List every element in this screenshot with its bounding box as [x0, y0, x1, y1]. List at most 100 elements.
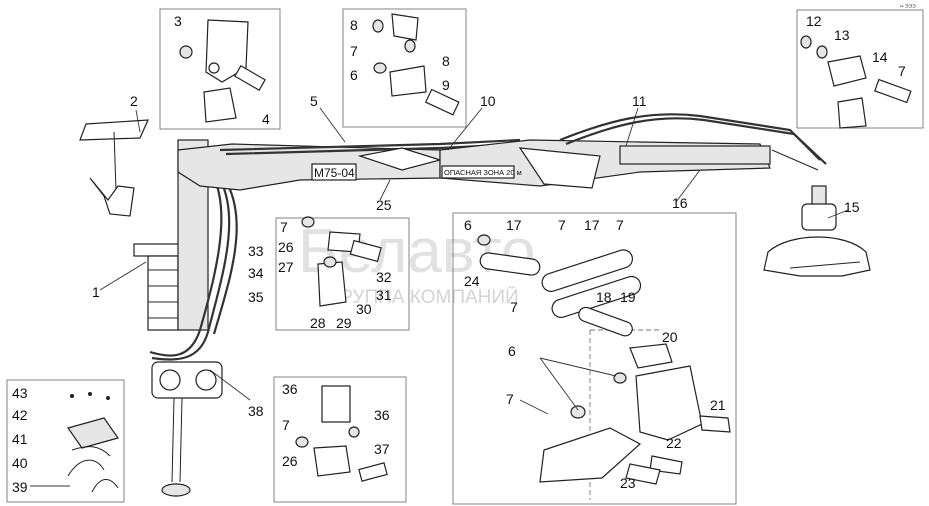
- callout-25: 25: [376, 197, 392, 213]
- callout-22: 22: [666, 435, 682, 451]
- detail-frame-39-43: [6, 379, 125, 503]
- callout-10: 10: [480, 93, 496, 109]
- corner-mark: •• ЭЭЭ: [900, 4, 916, 10]
- block-36: [321, 385, 351, 423]
- callout-32: 32: [376, 269, 392, 285]
- callout-43: 43: [12, 385, 28, 401]
- detail-frame-36-37: [273, 376, 407, 503]
- pin-9: [424, 88, 460, 116]
- detail-frames: [6, 8, 924, 505]
- callout-7-g: 7: [282, 417, 290, 433]
- link-18: [541, 249, 634, 292]
- callout-28: 28: [310, 315, 326, 331]
- callout-7-f: 7: [898, 63, 906, 79]
- detail-36-37: [295, 385, 388, 482]
- callout-33: 33: [248, 243, 264, 259]
- callout-1: 1: [92, 284, 100, 300]
- callout-30: 30: [356, 301, 372, 317]
- danger-sign-plate: [441, 165, 515, 179]
- callout-6-top: 6: [350, 67, 358, 83]
- callout-23: 23: [620, 475, 636, 491]
- callout-19: 19: [620, 289, 636, 305]
- callout-12: 12: [806, 13, 822, 29]
- rotator: [811, 185, 827, 207]
- pin-23: [625, 463, 661, 485]
- detail-frame-3-4: [159, 8, 281, 130]
- callout-5: 5: [310, 93, 318, 109]
- boom-sign: М75-04: [314, 166, 355, 180]
- grapple: [763, 185, 871, 277]
- callout-24: 24: [464, 273, 480, 289]
- pin-20: [629, 343, 673, 369]
- pin-19: [578, 306, 633, 337]
- callout-36-b: 36: [374, 407, 390, 423]
- detail-frame-17-24: [452, 212, 737, 505]
- link-19: [551, 275, 642, 318]
- callout-7-e: 7: [506, 391, 514, 407]
- callout-29: 29: [336, 315, 352, 331]
- callout-16: 16: [672, 195, 688, 211]
- detail-39-43: [67, 392, 119, 493]
- joint-link: [518, 147, 601, 189]
- pin-37: [358, 462, 388, 482]
- callout-numbers: 1 2 3 4 5 6 6 6 7 7 7 7 7 7 7 7 8 8 9 10…: [12, 13, 906, 495]
- plate-41: [67, 417, 119, 449]
- bushing-12: [837, 97, 867, 129]
- callout-11: 11: [632, 93, 647, 109]
- pin-4a: [234, 64, 266, 92]
- callout-17-b: 17: [584, 217, 600, 233]
- callout-42: 42: [12, 407, 28, 423]
- callout-7-b: 7: [280, 219, 288, 235]
- danger-sign: ОПАСНАЯ ЗОНА 20 м: [444, 168, 522, 177]
- pin-21: [699, 415, 731, 433]
- callout-37: 37: [374, 441, 390, 457]
- pin-14: [874, 78, 912, 104]
- callout-21: 21: [710, 397, 726, 413]
- callout-40: 40: [12, 455, 28, 471]
- callout-17-a: 17: [506, 217, 522, 233]
- callout-7-d: 7: [616, 217, 624, 233]
- callout-31: 31: [376, 287, 392, 303]
- callout-3: 3: [174, 13, 182, 29]
- column-foot: [161, 483, 191, 497]
- callout-39: 39: [12, 479, 28, 495]
- callout-15: 15: [844, 199, 860, 215]
- bracket-13: [827, 55, 867, 87]
- detail-frame-8-9: [342, 8, 467, 128]
- pin-27: [349, 239, 382, 263]
- bracket-29: [317, 261, 347, 307]
- watermark-subtitle: ГРУППА КОМПАНИЙ: [330, 286, 519, 308]
- detail-12-14: [800, 35, 912, 129]
- callout-8-a: 8: [350, 17, 358, 33]
- callout-7-a: 7: [350, 43, 358, 59]
- boom-sign-plate: [311, 163, 357, 181]
- clamp-9: [389, 65, 427, 97]
- nut-3: [179, 45, 193, 59]
- callout-26-b: 26: [282, 453, 298, 469]
- detail-26-35: [301, 216, 382, 307]
- ladder: [147, 255, 179, 331]
- pin-24: [479, 252, 541, 276]
- crane-column: [79, 119, 238, 497]
- operator-seat: [89, 177, 135, 217]
- canopy-roof: [79, 119, 149, 141]
- callout-35: 35: [248, 289, 264, 305]
- callout-14: 14: [872, 49, 888, 65]
- leader-lines: [30, 107, 849, 487]
- telescope-section: [619, 145, 771, 165]
- detail-6-9: [372, 13, 460, 116]
- callout-4: 4: [262, 111, 270, 127]
- callout-2: 2: [130, 93, 138, 109]
- callout-6-mid: 6: [464, 217, 472, 233]
- callout-7-c: 7: [558, 217, 566, 233]
- callout-6-low: 6: [508, 343, 516, 359]
- link-21: [539, 427, 642, 483]
- callout-41: 41: [12, 431, 28, 447]
- grapple-jaws: [763, 236, 871, 277]
- second-boom: ОПАСНАЯ ЗОНА 20 м: [439, 113, 827, 189]
- rotator-link: [635, 365, 703, 441]
- callout-7-h: 7: [510, 299, 518, 315]
- bushing-4: [203, 87, 237, 123]
